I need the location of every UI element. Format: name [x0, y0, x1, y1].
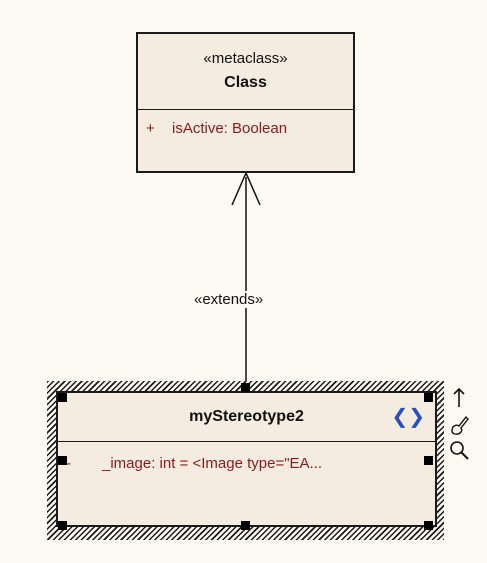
brush-icon[interactable]: [446, 411, 472, 437]
extends-arrowhead: [231, 171, 261, 206]
stereotype-header: myStereotype2: [58, 393, 435, 442]
magnifier-icon[interactable]: [446, 437, 472, 463]
arrow-up-icon[interactable]: [446, 385, 472, 411]
resize-handle-top-left[interactable]: [58, 393, 67, 402]
metaclass-header: «metaclass» Class: [138, 34, 353, 110]
metaclass-stereotype: «metaclass»: [203, 50, 288, 67]
resize-handle-middle-right[interactable]: [424, 456, 433, 465]
resize-handle-top-right[interactable]: [424, 393, 433, 402]
resize-handle-bottom-center[interactable]: [241, 521, 250, 530]
stereotype-attribute-visibility: -: [66, 455, 71, 472]
resize-handle-bottom-left[interactable]: [58, 521, 67, 530]
stereotype-element[interactable]: myStereotype2 ❮❯ - _image: int = <Image …: [56, 391, 437, 527]
stereotype-badge-icon: ❮❯: [391, 406, 425, 428]
resize-handle-top-center[interactable]: [241, 383, 250, 392]
attribute-text: isActive: Boolean: [172, 120, 288, 137]
stereotype-attribute[interactable]: _image: int = <Image type="EA...: [102, 455, 323, 472]
extends-label[interactable]: «extends»: [193, 291, 265, 308]
metaclass-attribute[interactable]: + isActive: Boolean: [146, 120, 287, 137]
attribute-visibility: +: [146, 120, 155, 137]
element-quick-toolbar: [446, 385, 472, 463]
resize-handle-middle-left[interactable]: [58, 456, 67, 465]
metaclass-name: Class: [224, 74, 267, 91]
metaclass-element[interactable]: «metaclass» Class + isActive: Boolean: [136, 32, 355, 173]
stereotype-name: myStereotype2: [189, 408, 304, 425]
resize-handle-bottom-right[interactable]: [424, 521, 433, 530]
